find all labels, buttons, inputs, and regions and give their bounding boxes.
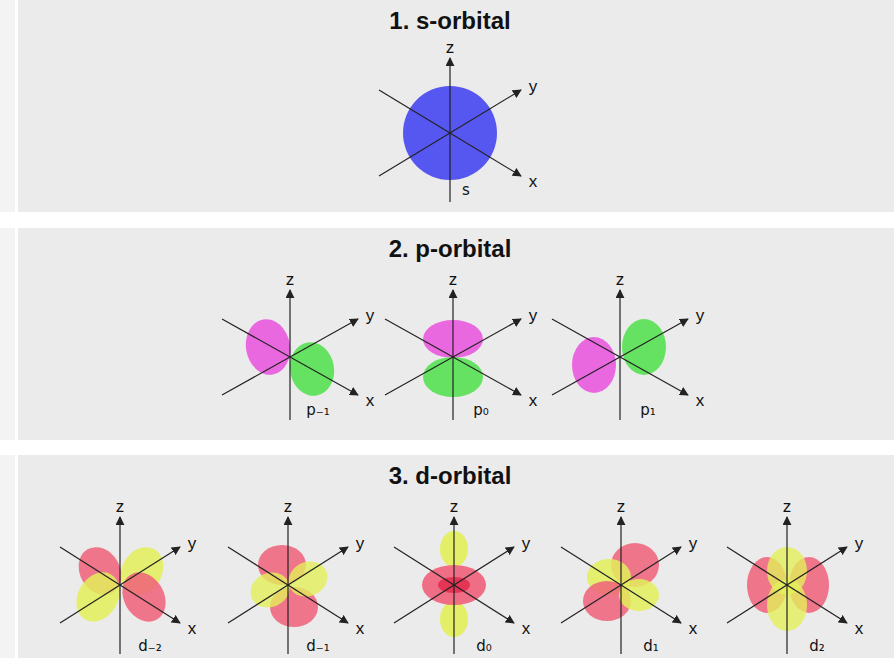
orbital-figure (385, 290, 521, 420)
orbital-lobe (114, 564, 175, 629)
orbital-label: p₋₁ (306, 403, 329, 418)
orbital-figure (228, 517, 348, 654)
axis-label: x (529, 392, 538, 409)
axis-label: x (188, 620, 197, 637)
orbital-label: d₋₁ (306, 639, 329, 654)
axis-label: x (356, 620, 365, 637)
section-band: 1. s-orbital z y x s (18, 0, 894, 212)
axis-arrow (452, 290, 453, 420)
section-title: 1. s-orbital (18, 0, 894, 35)
axis-label: x (522, 620, 531, 637)
orbital-figure (379, 58, 521, 202)
axis-arrow (289, 290, 290, 420)
axis-label: z (617, 498, 626, 515)
section-band: 2. p-orbital z y x p₋₁ z y x p₀ z y x p₁ (18, 228, 894, 440)
axis-label: y (529, 78, 538, 95)
orbital-figure (222, 290, 358, 420)
side-strip (0, 0, 15, 212)
axis-label: x (855, 620, 864, 637)
orbital-label: p₀ (473, 403, 489, 418)
axis-arrow (222, 319, 358, 395)
orbital-label: d₂ (809, 639, 825, 654)
orbital-lobe (283, 555, 334, 603)
axis-arrow (379, 90, 521, 176)
axis-arrow (552, 319, 688, 395)
orbital-figure (394, 517, 514, 654)
axis-label: z (449, 271, 458, 288)
orbital-label: p₁ (640, 403, 656, 418)
axis-arrow (449, 58, 450, 202)
axis-label: y (855, 535, 864, 552)
orbital-figure (552, 290, 688, 420)
axis-arrow (60, 547, 180, 623)
axis-label: y (696, 307, 705, 324)
orbital-label: d₋₂ (138, 639, 161, 654)
orbital-lobe (619, 579, 659, 611)
orbital-label: d₀ (476, 639, 492, 654)
orbital-label: d₁ (643, 639, 659, 654)
axis-label: z (446, 39, 455, 56)
axis-arrow (60, 547, 180, 623)
axis-label: x (696, 392, 705, 409)
axis-label: x (689, 620, 698, 637)
section-title: 3. d-orbital (18, 455, 894, 490)
orbital-lobe (68, 564, 129, 629)
axis-label: z (783, 498, 792, 515)
orbital-label: s (462, 183, 470, 198)
axis-arrow (552, 319, 688, 395)
axis-arrow (228, 547, 348, 623)
section-title: 2. p-orbital (18, 228, 894, 263)
axis-arrow (394, 547, 514, 623)
axis-label: x (529, 173, 538, 190)
axis-label: z (116, 498, 125, 515)
axis-label: z (616, 271, 625, 288)
axis-arrow (394, 547, 514, 623)
axis-arrow (222, 319, 358, 395)
axis-label: x (366, 392, 375, 409)
axis-label: y (366, 307, 375, 324)
axis-arrow (385, 319, 521, 395)
section-band: 3. d-orbital z y x d₋₂ z y x d₋₁ z y x d₀ z y x d₁ z y x d₂ (18, 455, 894, 658)
orbital-lobe (572, 337, 616, 393)
axis-arrow (727, 547, 847, 623)
axis-arrow (385, 319, 521, 395)
axis-label: z (284, 498, 293, 515)
axis-label: y (529, 307, 538, 324)
axis-arrow (727, 547, 847, 623)
axis-label: y (356, 535, 365, 552)
orbital-lobe (622, 319, 666, 375)
axis-label: y (522, 535, 531, 552)
axis-arrow (379, 90, 521, 176)
axis-label: y (689, 535, 698, 552)
axis-arrow (619, 290, 620, 420)
side-strip (0, 228, 15, 440)
axis-label: z (450, 498, 459, 515)
axis-label: y (188, 535, 197, 552)
orbital-figure (60, 517, 180, 654)
axis-arrow (561, 547, 681, 623)
orbital-figure (561, 517, 681, 654)
side-strip (0, 455, 15, 658)
axis-arrow (561, 547, 681, 623)
orbital-figure (727, 517, 847, 654)
axis-label: z (286, 271, 295, 288)
axis-arrow (228, 547, 348, 623)
